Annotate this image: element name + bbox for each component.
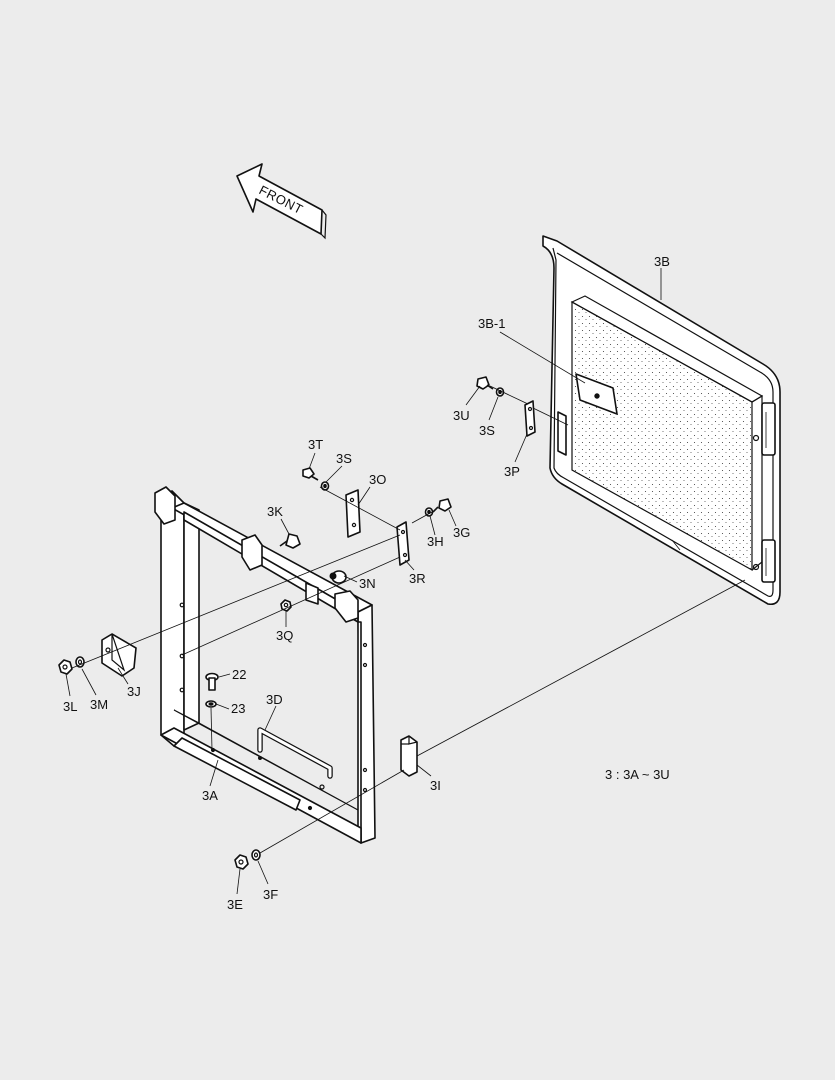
- callout-3E: 3E: [227, 897, 243, 912]
- callout-3M: 3M: [90, 697, 108, 712]
- knob-3N: [329, 570, 347, 584]
- callout-3T: 3T: [308, 437, 323, 452]
- assembly-lines: [71, 385, 746, 854]
- callout-3N: 3N: [359, 576, 376, 591]
- bolt-3K: [279, 533, 301, 549]
- washer-3M: [75, 656, 85, 668]
- bolt-3T: [302, 467, 319, 481]
- legend-note: 3 : 3A ~ 3U: [605, 767, 670, 782]
- plate-3P: [524, 400, 536, 437]
- leader-lines: [65, 268, 662, 895]
- bolt-22: [205, 672, 219, 691]
- rod-3D: [257, 727, 333, 779]
- callout-3I: 3I: [430, 778, 441, 793]
- callout-3L: 3L: [63, 699, 77, 714]
- callout-3H: 3H: [427, 534, 444, 549]
- callout-3P: 3P: [504, 464, 520, 479]
- bolt-3G: [432, 498, 452, 513]
- callout-3J: 3J: [127, 684, 141, 699]
- callout-labels: 3B 3B-1 3U 3S 3P 3T 3S 3O 3K 3G 3H 3R 3N…: [63, 254, 670, 912]
- callout-3F: 3F: [263, 887, 278, 902]
- bracket-3J: [101, 633, 137, 677]
- callout-3G: 3G: [453, 525, 470, 540]
- nut-3L: [58, 659, 73, 675]
- plate-3O: [345, 489, 361, 538]
- callout-3D: 3D: [266, 692, 283, 707]
- callout-3Q: 3Q: [276, 628, 293, 643]
- callout-3U: 3U: [453, 408, 470, 423]
- callout-22: 22: [232, 667, 246, 682]
- block-3I: [400, 735, 418, 777]
- frame-3A: [154, 486, 376, 844]
- callout-3R: 3R: [409, 571, 426, 586]
- nut-3Q: [280, 599, 292, 612]
- plate-3R: [396, 521, 410, 566]
- callout-3S-right: 3S: [479, 423, 495, 438]
- front-arrow-icon: FRONT: [236, 163, 327, 240]
- callout-3O: 3O: [369, 472, 386, 487]
- washer-3F: [251, 849, 261, 861]
- door-panel-3B: [542, 235, 781, 606]
- washer-23: [205, 700, 217, 708]
- callout-23: 23: [231, 701, 245, 716]
- callout-3B: 3B: [654, 254, 670, 269]
- washer-3H: [424, 507, 434, 517]
- callout-3S-left: 3S: [336, 451, 352, 466]
- callout-3B-1: 3B-1: [478, 316, 505, 331]
- nut-3E: [234, 854, 249, 870]
- callout-3K: 3K: [267, 504, 283, 519]
- callout-3A: 3A: [202, 788, 218, 803]
